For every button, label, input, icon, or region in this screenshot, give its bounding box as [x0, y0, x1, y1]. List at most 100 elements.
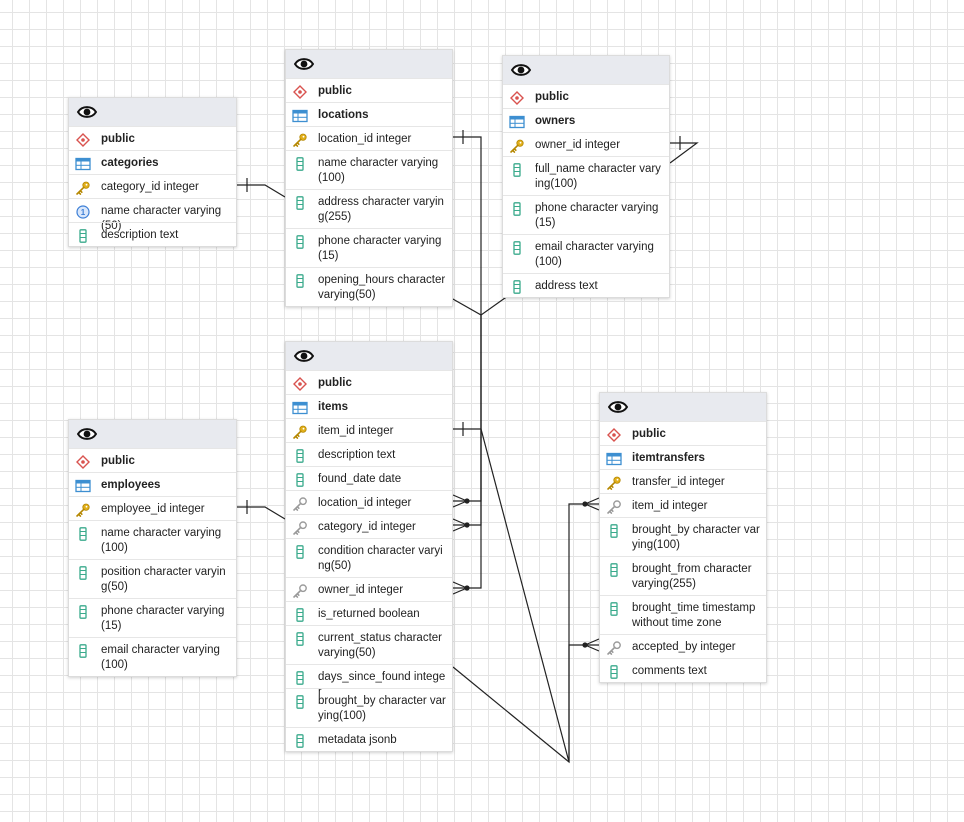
column-email[interactable]: email character varying(100)	[69, 637, 236, 676]
column-brought-time[interactable]: brought_time timestamp without time zone	[600, 595, 766, 634]
eye-icon[interactable]	[607, 399, 629, 415]
rel-itemtransfers-employees-b	[237, 506, 286, 520]
column-phone[interactable]: phone character varying(15)	[503, 195, 669, 234]
table-name-label: owners	[535, 115, 576, 127]
column-address[interactable]: address text	[503, 273, 669, 297]
schema-icon	[75, 455, 91, 469]
column-found-date[interactable]: found_date date	[286, 466, 452, 490]
primary-key-icon	[75, 181, 91, 195]
schema-name-label: public	[101, 133, 135, 145]
column-phone[interactable]: phone character varying(15)	[69, 598, 236, 637]
column-icon	[75, 566, 91, 580]
column-comments[interactable]: comments text	[600, 658, 766, 682]
eye-icon[interactable]	[510, 62, 532, 78]
column-name[interactable]: name character varying(100)	[69, 520, 236, 559]
table-header[interactable]	[600, 393, 766, 421]
column-email[interactable]: email character varying(100)	[503, 234, 669, 273]
column-icon	[509, 202, 525, 216]
column-metadata-label: metadata jsonb	[318, 734, 397, 746]
schema-icon	[509, 91, 525, 105]
column-description[interactable]: description text	[286, 442, 452, 466]
table-header[interactable]	[503, 56, 669, 84]
column-name-label: name character varying(100)	[101, 527, 222, 554]
schema-icon	[292, 377, 308, 391]
table-header[interactable]	[286, 342, 452, 370]
schema-name[interactable]: public	[286, 78, 452, 102]
schema-icon	[75, 133, 91, 147]
table-name[interactable]: categories	[69, 150, 236, 174]
column-condition[interactable]: condition character varying(50)	[286, 538, 452, 577]
column-icon	[509, 241, 525, 255]
schema-icon	[606, 428, 622, 442]
column-position[interactable]: position character varying(50)	[69, 559, 236, 598]
column-email-label: email character varying(100)	[101, 644, 220, 671]
column-icon	[606, 524, 622, 538]
schema-name[interactable]: public	[600, 421, 766, 445]
column-icon	[292, 196, 308, 210]
column-opening-hours[interactable]: opening_hours character varying(50)	[286, 267, 452, 306]
foreign-key-icon	[606, 500, 622, 514]
column-phone[interactable]: phone character varying(15)	[286, 228, 452, 267]
eye-icon[interactable]	[76, 426, 98, 442]
eye-icon[interactable]	[76, 104, 98, 120]
schema-name-label: public	[101, 455, 135, 467]
schema-name[interactable]: public	[286, 370, 452, 394]
column-category-id[interactable]: category_id integer	[286, 514, 452, 538]
column-days-since-found[interactable]: days_since_found integer	[286, 664, 452, 698]
column-location-id[interactable]: location_id integer	[286, 126, 452, 150]
eye-icon[interactable]	[293, 348, 315, 364]
column-brought-time-label: brought_time timestamp without time zone	[632, 602, 756, 629]
column-transfer-id[interactable]: transfer_id integer	[600, 469, 766, 493]
column-is-returned[interactable]: is_returned boolean	[286, 601, 452, 625]
column-icon	[75, 644, 91, 658]
column-address[interactable]: address character varying(255)	[286, 189, 452, 228]
table-name[interactable]: locations	[286, 102, 452, 126]
table-name[interactable]: itemtransfers	[600, 445, 766, 469]
column-opening-hours-label: opening_hours character varying(50)	[318, 274, 446, 301]
column-brought-by[interactable]: brought_by character varying(100)	[286, 688, 452, 727]
column-category-id[interactable]: category_id integer	[69, 174, 236, 198]
column-owner-id[interactable]: owner_id integer	[503, 132, 669, 156]
schema-name[interactable]: public	[69, 126, 236, 150]
table-header[interactable]	[286, 50, 452, 78]
primary-key-icon	[509, 139, 525, 153]
column-accepted-by[interactable]: accepted_by integer	[600, 634, 766, 658]
table-name[interactable]: employees	[69, 472, 236, 496]
schema-name[interactable]: public	[69, 448, 236, 472]
column-brought-from[interactable]: brought_from character varying(255)	[600, 556, 766, 595]
column-brought-by[interactable]: brought_by character varying(100)	[600, 517, 766, 556]
column-location-id[interactable]: location_id integer	[286, 490, 452, 514]
column-current-status[interactable]: current_status character varying(50)	[286, 625, 452, 664]
primary-key-icon	[606, 476, 622, 490]
column-location-id-label: location_id integer	[318, 133, 412, 145]
table-name[interactable]: items	[286, 394, 452, 418]
eye-icon[interactable]	[293, 56, 315, 72]
column-owner-id-label: owner_id integer	[318, 584, 404, 596]
column-icon	[292, 608, 308, 622]
column-owner-id[interactable]: owner_id integer	[286, 577, 452, 601]
column-item-id[interactable]: item_id integer	[286, 418, 452, 442]
column-category-id-label: category_id integer	[101, 181, 199, 193]
column-employee-id[interactable]: employee_id integer	[69, 496, 236, 520]
column-full-name[interactable]: full_name character varying(100)	[503, 156, 669, 195]
column-description[interactable]: description text	[69, 222, 236, 246]
column-item-id[interactable]: item_id integer	[600, 493, 766, 517]
foreign-key-icon	[292, 497, 308, 511]
table-name-label: items	[318, 401, 349, 413]
column-icon	[606, 602, 622, 616]
table-name[interactable]: owners	[503, 108, 669, 132]
table-header[interactable]	[69, 98, 236, 126]
column-metadata[interactable]: metadata jsonb	[286, 727, 452, 751]
schema-name[interactable]: public	[503, 84, 669, 108]
column-name[interactable]: name character varying(100)	[286, 150, 452, 189]
table-header[interactable]	[69, 420, 236, 448]
